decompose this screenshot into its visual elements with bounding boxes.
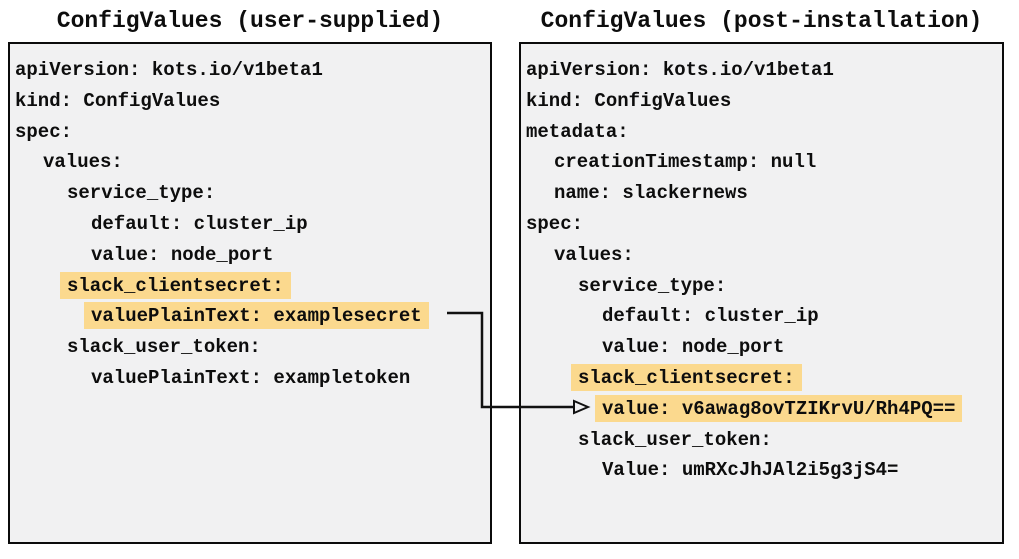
right-panel-title: ConfigValues (post-installation) [540, 8, 983, 34]
yaml-line: apiVersion: kots.io/v1beta1 [526, 59, 834, 81]
post-installation-configvalues-panel: apiVersion: kots.io/v1beta1 kind: ConfigV… [519, 42, 1004, 544]
yaml-line: spec: [526, 212, 584, 235]
yaml-line: default: cluster_ip [602, 305, 819, 328]
yaml-line-highlighted: slack_clientsecret: [10, 271, 490, 302]
yaml-line: values: [554, 243, 634, 266]
yaml-line: default: cluster_ip [91, 212, 308, 235]
yaml-line: service_type: [578, 274, 727, 297]
yaml-line: valuePlainText: exampletoken [91, 366, 411, 389]
highlight-marker: slack_clientsecret: [571, 363, 802, 391]
yaml-line: apiVersion: kots.io/v1beta1 [15, 59, 323, 81]
yaml-line: service_type: [67, 182, 216, 205]
yaml-line: slack_user_token: [67, 336, 261, 359]
yaml-line: kind: ConfigValues [526, 89, 732, 112]
left-panel-title: ConfigValues (user-supplied) [56, 8, 444, 34]
yaml-line: metadata: [526, 120, 629, 143]
yaml-line: value: node_port [602, 336, 785, 359]
yaml-line: name: slackernews [554, 182, 748, 205]
yaml-line-highlighted: slack_clientsecret: [521, 363, 1002, 394]
user-supplied-configvalues-panel: apiVersion: kots.io/v1beta1 kind: ConfigV… [8, 42, 492, 544]
yaml-line: Value: umRXcJhJAl2i5g3jS4= [602, 459, 899, 482]
highlight-marker: valuePlainText: examplesecret [84, 302, 429, 330]
yaml-line: kind: ConfigValues [15, 89, 221, 112]
yaml-line: creationTimestamp: null [554, 151, 817, 174]
highlight-marker: value: v6awag8ovTZIKrvU/Rh4PQ== [595, 394, 963, 422]
yaml-line: value: node_port [91, 243, 274, 266]
yaml-line-highlighted: valuePlainText: examplesecret [10, 301, 490, 332]
yaml-line: slack_user_token: [578, 428, 772, 451]
highlight-marker: slack_clientsecret: [60, 271, 291, 299]
yaml-line: values: [43, 151, 123, 174]
yaml-line-highlighted: value: v6awag8ovTZIKrvU/Rh4PQ== [521, 394, 1002, 425]
yaml-line: spec: [15, 120, 73, 143]
